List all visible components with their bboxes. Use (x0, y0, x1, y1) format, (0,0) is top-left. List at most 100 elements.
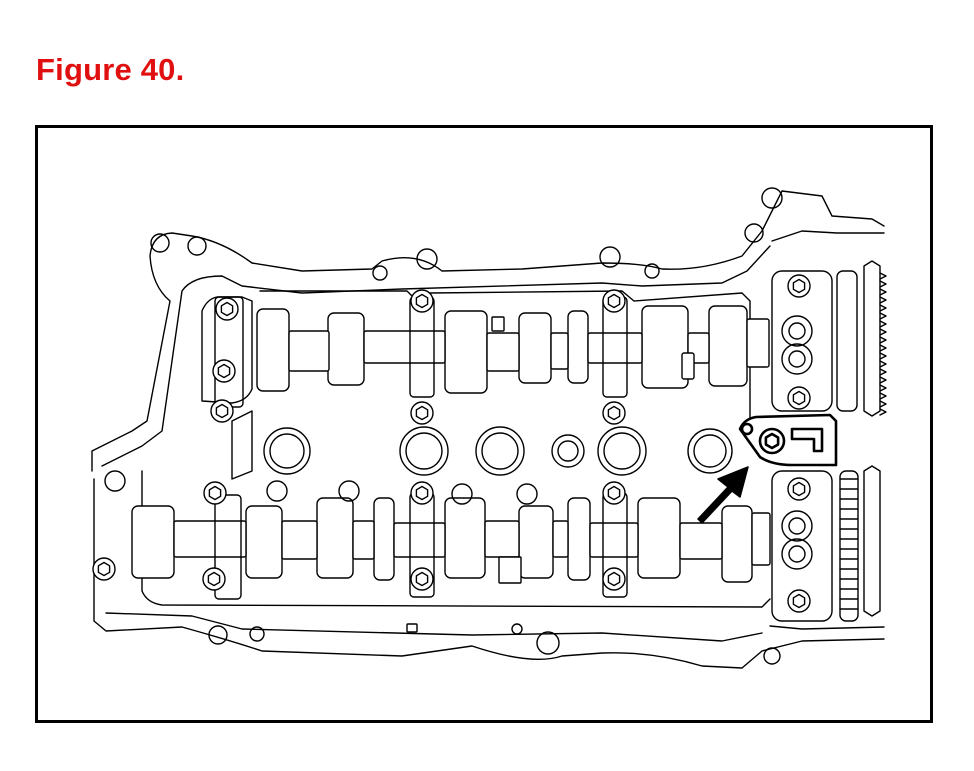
intake-cam-journal-0 (288, 330, 330, 372)
cam-cap-bolt-6 (410, 481, 434, 505)
oil-passage-inner-1 (788, 350, 806, 368)
exhaust-cam-journal-5 (552, 520, 569, 558)
mounting-hole-4 (599, 246, 621, 268)
exhaust-cam-lobe-1 (245, 505, 283, 579)
oil-passage-inner-2 (788, 517, 806, 535)
housing-rib-left (231, 410, 253, 480)
intake-cam-journal-6 (746, 318, 770, 368)
exhaust-cam-journal-0 (173, 520, 247, 558)
cam-cap-bolt-6-head (415, 485, 429, 501)
cam-cap-bolt-11 (602, 567, 626, 591)
cam-cap-bolt-9 (602, 401, 626, 425)
cam-cap-bolt-0 (215, 297, 239, 321)
intake-cam-lobe-0 (256, 308, 290, 392)
exhaust-sprocket-ridges (839, 478, 859, 610)
mounting-hole-9 (249, 626, 265, 642)
rear-cover-top (771, 230, 885, 242)
cam-cap-bolt-4-head (415, 293, 429, 309)
mounting-hole-5 (644, 263, 660, 279)
cam-cap-bolt-7-head (415, 571, 429, 587)
cam-cap-bolt-8-head (607, 293, 621, 309)
intake-cam-lobe-3 (518, 312, 552, 384)
cam-cap-bolt-10-head (607, 485, 621, 501)
gasket-line-top (101, 245, 771, 467)
intake-sprocket (863, 260, 881, 417)
cam-cap-bolt-1-head (217, 363, 231, 379)
spark-plug-tube-3 (597, 426, 647, 476)
intake-cam-lobe-6 (708, 305, 748, 387)
gasket-line-bottom (105, 612, 763, 642)
cam-cap-bolt-9-head (607, 405, 621, 421)
front-cap-bolt-0-head (792, 278, 806, 294)
spark-plug-tube-inner-3 (603, 432, 641, 470)
cam-cap-bolt-5 (410, 401, 434, 425)
cap-boss-3 (516, 483, 538, 505)
mounting-hole-10 (536, 631, 560, 655)
cap-boss-0 (266, 480, 288, 502)
cap-boss-2 (451, 483, 473, 505)
front-cap-bolt-1 (787, 386, 811, 410)
cam-cap-bolt-11-head (607, 571, 621, 587)
mounting-hole-12 (763, 647, 781, 665)
rear-cover-bottom (769, 625, 885, 630)
oil-passage-2 (781, 510, 813, 542)
cam-cap-bolt-8 (602, 289, 626, 313)
head-outline-top (91, 190, 885, 472)
head-outline-bottom (93, 478, 885, 669)
cam-cap-bolt-1 (212, 359, 236, 383)
intake-cam-lobe-1 (327, 312, 365, 386)
bracket-sensor-tab (790, 427, 824, 453)
intake-cam-key (491, 316, 505, 332)
intake-sprocket-hub (836, 270, 858, 412)
highlighted-bracket-bolt-head (764, 432, 780, 450)
cap-boss-1 (338, 480, 360, 502)
exhaust-cam-lobe-2 (316, 497, 354, 579)
mounting-hole-2 (372, 265, 388, 281)
cam-cap-bolt-13-head (97, 561, 111, 577)
cam-cap-bolt-3 (203, 481, 227, 505)
intake-cam-journal-1 (363, 330, 446, 364)
cam-cap-bolt-10 (602, 481, 626, 505)
mounting-hole-13 (104, 470, 126, 492)
cylinder-head-diagram (91, 187, 887, 669)
exhaust-front-cap (771, 470, 833, 622)
exhaust-cam-lobe-6 (567, 497, 591, 581)
intake-front-cap (771, 270, 833, 412)
cam-cap-bolt-12-head (207, 571, 221, 587)
mounting-hole-0 (150, 233, 170, 253)
housing-inner-bottom (141, 470, 771, 608)
exhaust-cam-lobe-5 (518, 505, 554, 579)
exhaust-cam-lobe-3 (373, 497, 395, 581)
exhaust-sprocket (863, 465, 881, 617)
bearing-cap-5 (214, 494, 242, 600)
oil-passage-inner-3 (788, 545, 806, 563)
exhaust-cam-lobe-4 (444, 497, 486, 579)
cam-cap-bolt-4 (410, 289, 434, 313)
mounting-hole-11 (511, 623, 523, 635)
intake-cam-lobe-4 (567, 310, 589, 384)
intake-cam-journal-2 (486, 332, 520, 372)
locating-pin (406, 623, 418, 633)
spark-plug-tube-inner-1 (405, 432, 443, 470)
front-cap-bolt-2-head (792, 481, 806, 497)
exhaust-sprocket-hub (839, 470, 859, 622)
intake-cam-journal-4 (587, 332, 643, 364)
cam-cap-bolt-5-head (415, 405, 429, 421)
intake-cam-sensor-ring (681, 352, 695, 380)
intake-cam-journal-3 (550, 332, 569, 370)
diagram-frame (35, 125, 933, 723)
cam-cap-bolt-3-head (208, 485, 222, 501)
front-cap-bolt-0 (787, 274, 811, 298)
cylinder-head-drawing (91, 187, 887, 669)
pointer-arrow (697, 466, 749, 524)
cam-cap-bolt-2 (210, 399, 234, 423)
bracket-locator-hole (740, 422, 754, 436)
cam-cap-bolt-7 (410, 567, 434, 591)
exhaust-cam-journal-6 (589, 522, 639, 558)
exhaust-cam-journal-7 (679, 522, 723, 560)
exhaust-cam-journal-1 (281, 520, 318, 560)
oil-passage-0 (781, 315, 813, 347)
exhaust-cam-lobe-7 (637, 497, 681, 579)
oil-hole (551, 434, 585, 468)
intake-cam-lobe-2 (444, 310, 488, 394)
